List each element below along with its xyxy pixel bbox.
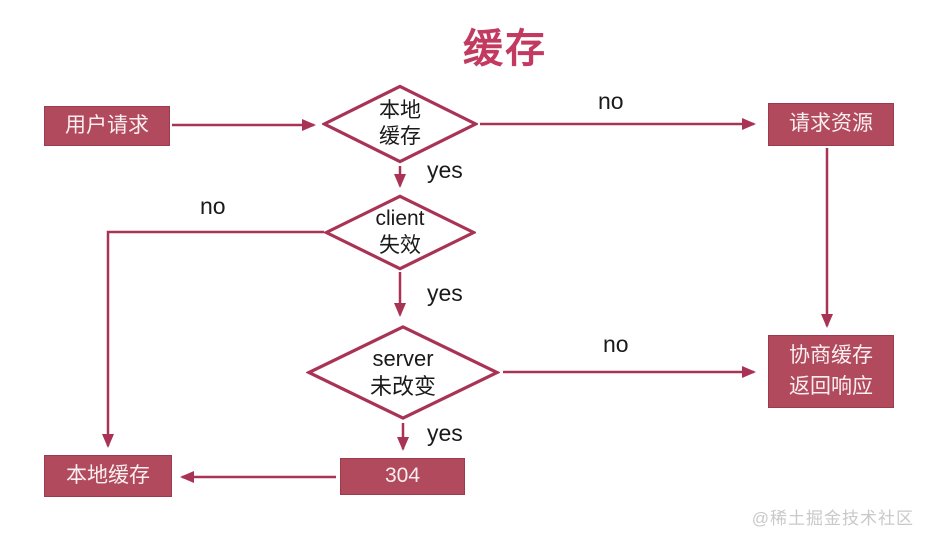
node-negotiated-cache-line1: 协商缓存 — [789, 344, 873, 368]
edge-label-check-yes: yes — [427, 157, 463, 183]
decision-local-cache-check-text: 本地 缓存 — [322, 84, 478, 164]
decision-server-unchanged: server 未改变 — [306, 324, 500, 421]
decision-client-invalid: client 失效 — [324, 194, 476, 271]
node-user-request-label: 用户请求 — [65, 113, 149, 137]
decision-line1: client — [375, 207, 425, 231]
decision-client-invalid-text: client 失效 — [324, 194, 476, 271]
node-request-resource-label: 请求资源 — [789, 112, 873, 136]
node-negotiated-cache: 协商缓存 返回响应 — [768, 335, 894, 408]
edge-label-check-no: no — [598, 88, 624, 114]
edge-label-client-yes: yes — [427, 280, 463, 306]
arrow-client-no-to-localcache — [102, 230, 324, 448]
edge-label-server-yes: yes — [427, 420, 463, 446]
decision-line1: server — [372, 346, 434, 371]
diamond-shape — [324, 194, 476, 271]
diamond-shape — [322, 84, 478, 164]
decision-line1: 本地 — [379, 98, 421, 122]
node-local-cache-label: 本地缓存 — [66, 463, 150, 487]
node-request-resource: 请求资源 — [768, 103, 894, 146]
diamond-shape — [306, 324, 500, 421]
node-local-cache: 本地缓存 — [44, 455, 172, 497]
decision-line2: 失效 — [379, 233, 421, 257]
decision-server-unchanged-text: server 未改变 — [306, 324, 500, 421]
watermark: @稀土掘金技术社区 — [751, 509, 914, 528]
edge-label-client-no: no — [200, 193, 226, 219]
node-304-label: 304 — [384, 464, 421, 488]
page-title: 缓存 — [463, 27, 547, 71]
node-negotiated-cache-line2: 返回响应 — [789, 374, 873, 398]
edge-label-server-no: no — [603, 331, 629, 357]
decision-line2: 缓存 — [379, 125, 421, 148]
decision-local-cache-check: 本地 缓存 — [322, 84, 478, 164]
decision-line2: 未改变 — [369, 373, 436, 399]
node-user-request: 用户请求 — [44, 106, 170, 146]
node-304: 304 — [340, 458, 465, 495]
